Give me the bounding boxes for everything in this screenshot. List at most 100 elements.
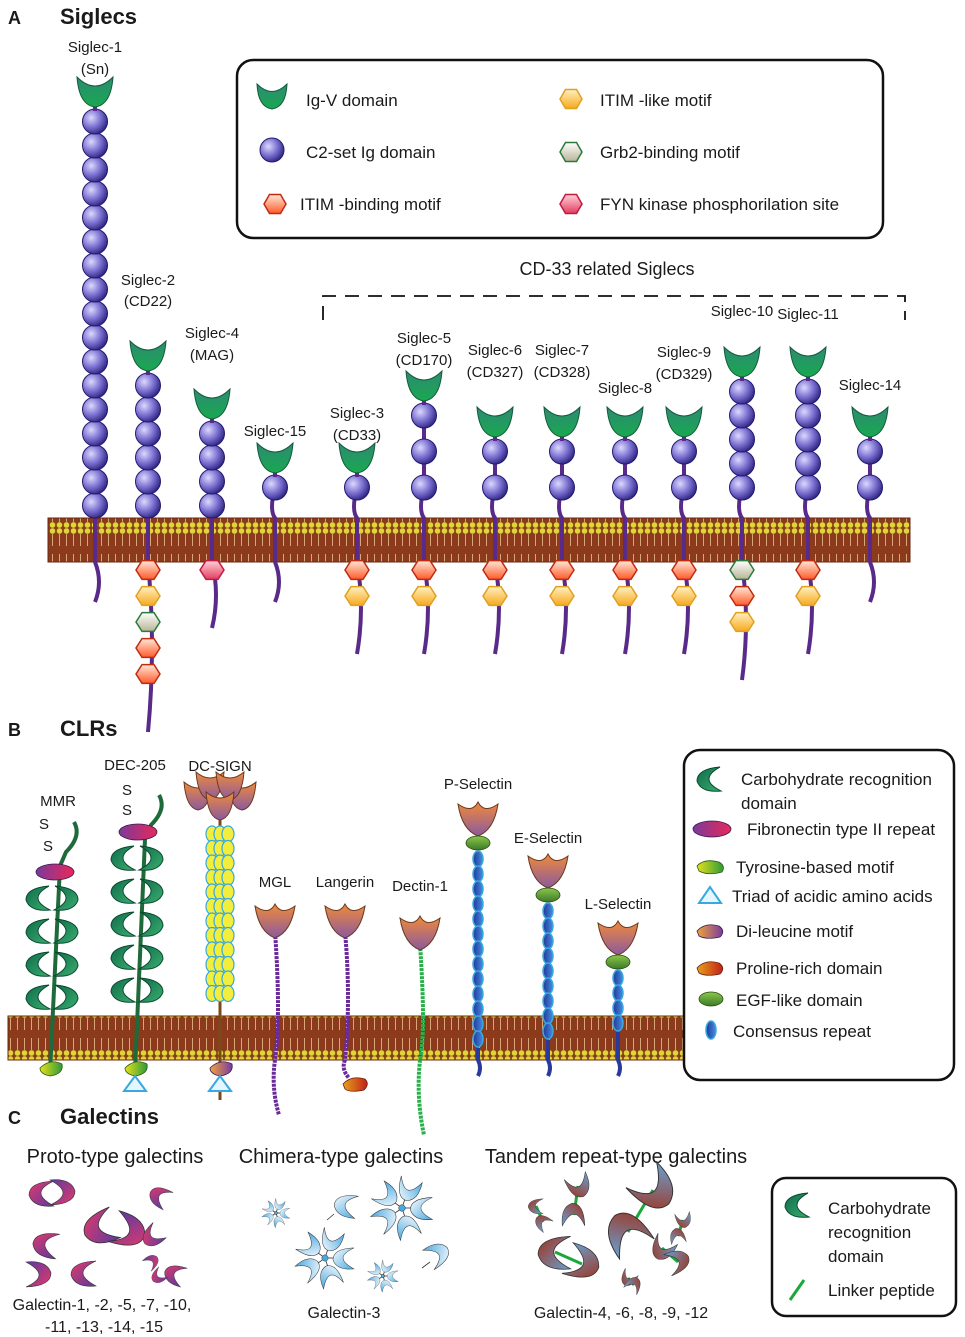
legend-label-fyn: FYN kinase phosphorilation site <box>600 195 839 214</box>
crd <box>561 1242 600 1278</box>
siglec-alt-label: (CD329) <box>656 366 713 383</box>
siglec-name-label: Siglec-11 <box>777 306 838 323</box>
crd <box>137 944 164 970</box>
itim-binding-motif <box>135 663 161 685</box>
clr-dectin-1: Dectin-1 <box>392 878 448 1136</box>
crd <box>371 1180 398 1206</box>
egf-domain <box>465 835 491 851</box>
siglec-6: Siglec-5(CD170) <box>396 330 452 655</box>
crd <box>32 1233 60 1260</box>
crd <box>110 878 137 904</box>
panel-a-letter: A <box>8 8 21 28</box>
clr-p-selectin: P-Selectin <box>444 776 512 1077</box>
crd <box>387 1270 399 1282</box>
linker-peptide-icon <box>788 1279 806 1301</box>
consensus-repeat <box>472 955 484 973</box>
igv-domain <box>543 405 581 438</box>
clr-legend-fibronectin: Fibronectin type II repeat <box>747 820 935 839</box>
c2-ig-domain <box>135 492 161 519</box>
tandem-galectin <box>528 1198 554 1234</box>
consensus-repeat <box>472 910 484 928</box>
cytoplasmic-tail <box>546 1040 552 1077</box>
itim-like-motif <box>612 585 638 607</box>
c2-ig-domain <box>82 156 108 183</box>
consensus-repeat <box>542 1007 554 1025</box>
consensus-repeat <box>542 962 554 980</box>
dileucine-motif-icon <box>696 924 724 939</box>
crd <box>110 944 137 970</box>
chimera-galectin-monomer <box>421 1243 449 1270</box>
consensus-repeat <box>472 850 484 868</box>
crd <box>528 1198 544 1215</box>
consensus-repeat <box>612 1014 624 1032</box>
crd <box>48 1179 76 1206</box>
clr-legend-crd-line2: domain <box>741 794 797 813</box>
cd33-group-bracket <box>322 295 906 320</box>
crd <box>662 1250 690 1277</box>
clr-mgl: MGL <box>254 874 296 1116</box>
consensus-repeat <box>472 880 484 898</box>
igv-domain <box>338 441 376 474</box>
crd <box>369 1208 397 1235</box>
siglec-8: Siglec-7(CD328) <box>534 342 590 655</box>
itim-binding-motif <box>482 559 508 581</box>
fibronectin-repeat <box>35 863 75 881</box>
tandem-galectin <box>561 1170 590 1227</box>
galectin-members-chimera: Galectin-3 <box>308 1305 381 1322</box>
c2-ig-domain <box>82 444 108 471</box>
clr-name-label: E-Selectin <box>514 830 582 847</box>
siglec-alt-label: (CD33) <box>333 427 381 444</box>
crd <box>320 1265 344 1290</box>
tyrosine-motif <box>124 1061 148 1077</box>
consensus-repeat <box>542 947 554 965</box>
neck-repeat <box>221 854 235 872</box>
proto-type-galectins <box>24 1179 188 1288</box>
consensus-repeat <box>612 984 624 1002</box>
chimera-type-galectins <box>261 1175 449 1293</box>
galectin-legend-crd-line2: recognition <box>828 1223 911 1242</box>
igv-domain <box>476 405 514 438</box>
crd <box>366 1276 381 1290</box>
itim-like-motif <box>729 611 755 633</box>
panel-c-title: Galectins <box>60 1104 159 1129</box>
galectin-group-title-tandem: Tandem repeat-type galectins <box>485 1146 747 1168</box>
proto-galectin-subunit <box>151 1266 169 1283</box>
legend-label-itim-like: ITIM -like motif <box>600 91 712 110</box>
siglec-legend: Ig-V domain C2-set Ig domain ITIM -bindi… <box>235 58 885 240</box>
c2-ig-domain <box>729 474 755 501</box>
siglec-alt-label: (MAG) <box>190 347 234 364</box>
tandem-galectin <box>608 1160 674 1261</box>
itim-binding-motif <box>612 559 638 581</box>
crd <box>274 1198 286 1210</box>
itim-binding-motif <box>549 559 575 581</box>
clr-stalk <box>416 943 426 1136</box>
crd <box>24 1261 52 1288</box>
crd <box>110 911 137 937</box>
crd <box>279 1208 291 1219</box>
itim-binding-motif <box>795 559 821 581</box>
crd <box>537 1236 572 1270</box>
crd <box>397 1215 422 1242</box>
clr-backbone <box>48 821 79 1073</box>
legend-label-igv: Ig-V domain <box>306 91 398 110</box>
crd <box>371 1180 398 1206</box>
galectin-group-title-proto: Proto-type galectins <box>27 1146 204 1168</box>
fibronectin-repeat <box>118 823 158 841</box>
galectin-structures <box>24 1160 691 1295</box>
c2-ig-domain <box>199 444 225 471</box>
linker <box>421 1261 431 1269</box>
clr-stalk <box>271 931 281 1116</box>
crd <box>367 1262 381 1275</box>
clr-legend-consensus: Consensus repeat <box>733 1022 871 1041</box>
c2-ig-domain <box>135 396 161 423</box>
siglec-name-label: Siglec-1 <box>68 39 122 56</box>
igv-domain <box>405 369 443 402</box>
crd <box>261 1213 274 1226</box>
crd <box>397 1215 422 1242</box>
disulfide-label: S <box>39 816 49 833</box>
neck-repeat <box>221 839 235 858</box>
crd <box>597 919 639 956</box>
fyn-site-icon <box>559 193 583 215</box>
proto-galectin-subunit <box>83 1206 122 1244</box>
crd-icon <box>784 1192 811 1218</box>
